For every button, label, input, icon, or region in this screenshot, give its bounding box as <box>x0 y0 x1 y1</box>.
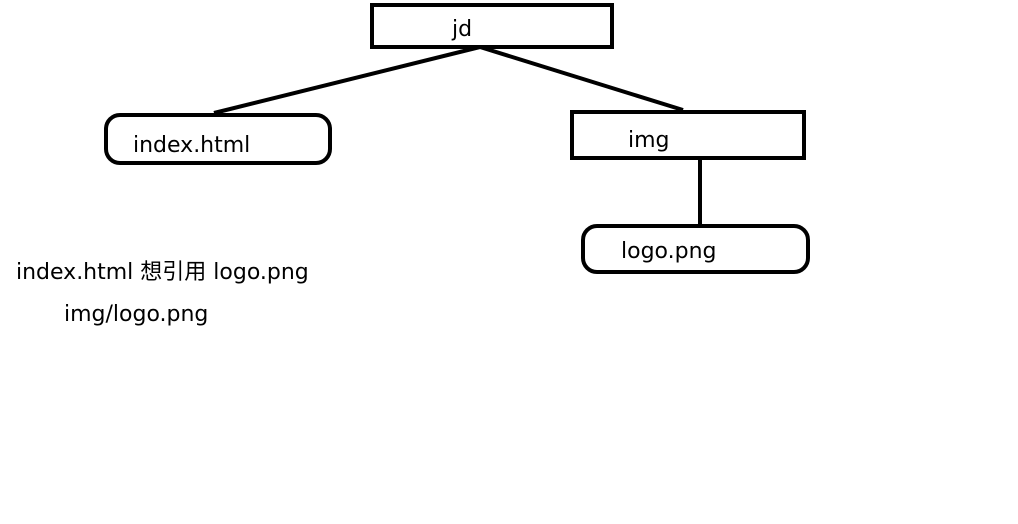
edge-root-to-index <box>213 45 481 115</box>
node-img-box <box>570 110 806 160</box>
node-root-label: jd <box>452 17 473 42</box>
node-index-box <box>104 113 332 165</box>
note-line-2: img/logo.png <box>64 302 209 327</box>
node-logo-label: logo.png <box>621 239 717 264</box>
node-logo-box <box>581 224 810 274</box>
node-index-label: index.html <box>133 133 251 158</box>
edge-root-to-img <box>479 45 684 112</box>
node-img-label: img <box>628 128 670 153</box>
node-root-box <box>370 3 614 49</box>
note-line-1: index.html 想引用 logo.png <box>16 260 309 285</box>
